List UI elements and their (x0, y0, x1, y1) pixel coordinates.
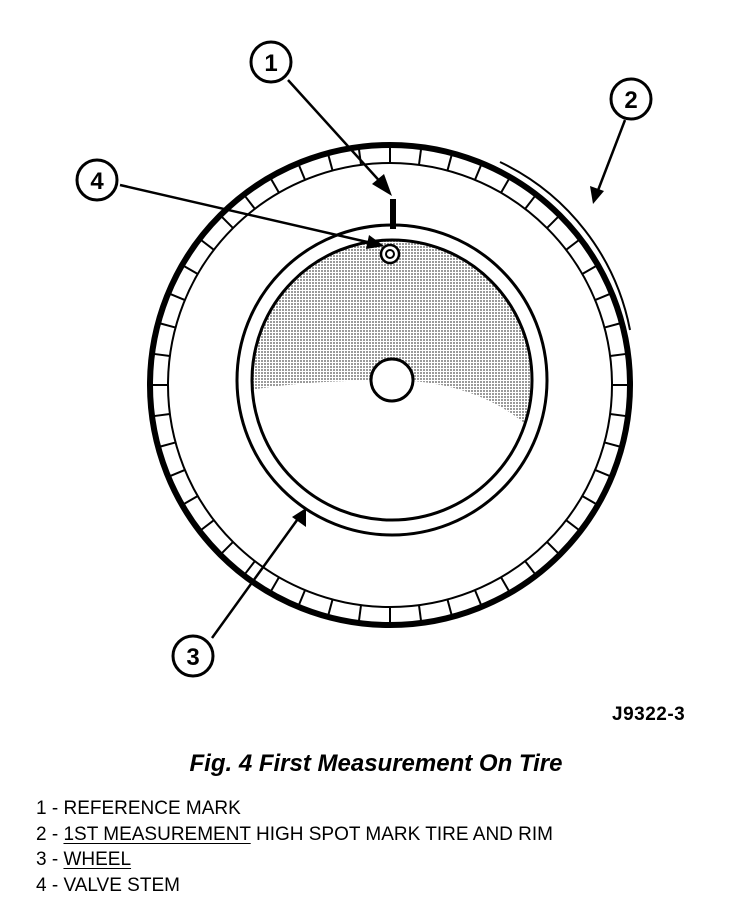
tread-block-divider (297, 589, 306, 606)
leader-line-4 (119, 183, 377, 246)
leader-line-2 (595, 119, 627, 194)
tread-block-divider (581, 495, 597, 505)
tread-block-divider (297, 164, 306, 181)
tread-block-divider (270, 576, 280, 592)
leader-line-1 (287, 79, 385, 187)
tread-block-divider (200, 519, 215, 531)
tread-block-divider (581, 265, 597, 275)
arrowhead-2 (590, 186, 604, 204)
callout-3-number: 3 (186, 644, 199, 671)
tread-block-divider (221, 216, 234, 229)
tread-block-divider (417, 148, 423, 166)
tread-block-divider (327, 154, 334, 171)
tread-block-divider (546, 541, 559, 554)
figure-caption: Fig. 4 First Measurement On Tire (189, 750, 563, 777)
callout-3: 3 (171, 634, 215, 678)
callout-2: 2 (609, 77, 653, 121)
tread-block-divider (270, 178, 280, 194)
tread-block-divider (446, 599, 453, 616)
tread-block-divider (604, 441, 621, 448)
legend-list: 1 - REFERENCE MARK 2 - 1ST MEASUREMENT H… (36, 796, 553, 898)
legend-item: 1 - REFERENCE MARK (36, 798, 241, 819)
tread-block-divider (474, 589, 483, 606)
arrowhead-3 (292, 508, 306, 527)
tread-block-divider (604, 322, 621, 329)
tread-block-divider (153, 352, 171, 358)
tread-block-divider (159, 322, 176, 329)
tire-wheel-diagram: 1 2 3 4 (75, 40, 653, 678)
tread-block-divider (500, 576, 510, 592)
tire-offset-outline (499, 161, 631, 331)
legend-item: 3 - WHEEL (36, 849, 132, 870)
tread-block-divider (200, 239, 215, 251)
legend-item: 4 - VALVE STEM (36, 874, 180, 896)
figure-id: J9322-3 (612, 704, 686, 725)
wheel-hub (369, 357, 415, 403)
callout-2-number: 2 (624, 87, 637, 114)
tread-block-divider (594, 469, 611, 478)
tread-block-divider (357, 604, 363, 622)
arrowhead-4 (366, 235, 384, 249)
tread-block-divider (169, 292, 186, 301)
tire-tread-blocks (152, 147, 628, 623)
legend-item: 2 - 1ST MEASUREMENT HIGH SPOT MARK TIRE … (36, 823, 553, 845)
tread-block-divider (546, 216, 559, 229)
tread-block-divider (417, 604, 423, 622)
wheel-rim-inner (250, 238, 534, 522)
tread-block-divider (153, 412, 171, 418)
tread-block-divider (446, 154, 453, 171)
tread-block-divider (474, 164, 483, 181)
tread-block-divider (183, 495, 199, 505)
callout-4-number: 4 (90, 168, 104, 195)
tread-block-divider (357, 148, 363, 166)
tread-block-divider (524, 195, 536, 210)
tread-block-divider (500, 178, 510, 194)
tread-block-divider (183, 265, 199, 275)
callout-4: 4 (75, 158, 119, 202)
tread-block-divider (565, 239, 580, 251)
arrowhead-1 (372, 174, 392, 196)
tread-block-divider (244, 195, 256, 210)
tread-block-divider (609, 352, 627, 358)
callout-1-number: 1 (264, 50, 277, 77)
tread-block-divider (159, 441, 176, 448)
tread-block-divider (594, 292, 611, 301)
valve-stem (379, 243, 401, 265)
tread-block-divider (169, 469, 186, 478)
tread-block-divider (565, 519, 580, 531)
tread-block-divider (221, 541, 234, 554)
tread-block-divider (524, 560, 536, 575)
tread-block-divider (327, 599, 334, 616)
tread-block-divider (244, 560, 256, 575)
tread-block-divider (609, 412, 627, 418)
callout-1: 1 (249, 40, 293, 84)
reference-mark (390, 199, 396, 229)
leader-line-3 (210, 515, 302, 639)
